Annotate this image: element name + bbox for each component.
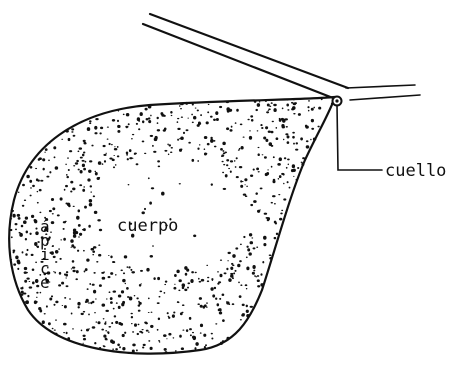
body-label: cuerpo — [117, 216, 178, 236]
duct-lines — [143, 14, 420, 100]
neck-label: cuello — [385, 161, 446, 181]
neck-leader-line — [337, 105, 382, 170]
